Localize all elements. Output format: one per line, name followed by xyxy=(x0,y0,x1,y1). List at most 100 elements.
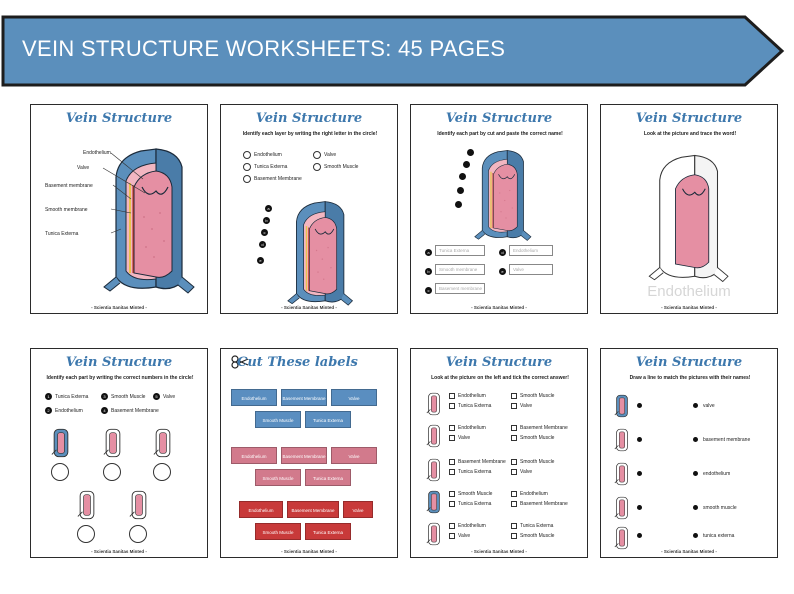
match-dot[interactable] xyxy=(693,403,698,408)
tick-box[interactable] xyxy=(449,523,455,529)
match-dot[interactable] xyxy=(637,533,642,538)
worksheet-page-tick-answer[interactable]: Vein Structure Look at the picture on th… xyxy=(410,348,588,558)
label-valve: Valve xyxy=(77,165,90,171)
answer-circle[interactable] xyxy=(51,463,69,481)
cut-label-blue[interactable]: Tunica Externa xyxy=(305,411,351,428)
option-label: Valve xyxy=(458,533,471,539)
vein-diagram-icon xyxy=(287,200,354,306)
box-letter: a xyxy=(425,249,432,256)
tick-box[interactable] xyxy=(511,403,517,409)
tick-box[interactable] xyxy=(511,435,517,441)
worksheet-page-number-circles[interactable]: Vein Structure Identify each part by wri… xyxy=(30,348,208,558)
worksheet-page-cut-labels[interactable]: Cut These labels Endothelium Basement Me… xyxy=(220,348,398,558)
answer-circle[interactable] xyxy=(313,163,321,171)
vein-thumb-icon xyxy=(614,526,628,550)
paste-box[interactable]: Basement membrane xyxy=(435,283,485,294)
cut-label-blue[interactable]: Smooth Muscle xyxy=(255,411,301,428)
number-badge: 1 xyxy=(45,393,52,400)
match-dot[interactable] xyxy=(693,471,698,476)
answer-circle[interactable] xyxy=(129,525,147,543)
marker-d: d xyxy=(259,241,266,248)
vein-diagram-icon xyxy=(474,149,532,242)
tick-box[interactable] xyxy=(449,403,455,409)
tick-box[interactable] xyxy=(511,491,517,497)
page-footer: - Scientia Sanitas Minted - xyxy=(471,549,527,554)
option-label: Basement Membrane xyxy=(520,501,568,507)
answer-circle[interactable] xyxy=(103,463,121,481)
worksheet-page-labeled-diagram[interactable]: Vein Structure Endothelium Valve Basemen… xyxy=(30,104,208,314)
tick-box[interactable] xyxy=(449,459,455,465)
tick-box[interactable] xyxy=(511,459,517,465)
tick-box[interactable] xyxy=(449,501,455,507)
vein-thumb-icon xyxy=(614,496,628,520)
match-dot[interactable] xyxy=(637,403,642,408)
vein-thumb-icon xyxy=(51,428,69,458)
cut-label-blue[interactable]: Endothelium xyxy=(231,389,277,406)
tick-box[interactable] xyxy=(449,393,455,399)
match-dot[interactable] xyxy=(693,533,698,538)
marker-b: b xyxy=(263,217,270,224)
cut-label-red[interactable]: Basement Membrane xyxy=(287,501,339,518)
option-label: Smooth Muscle xyxy=(520,459,555,465)
worksheet-page-cut-paste[interactable]: Vein Structure Identify each part by cut… xyxy=(410,104,588,314)
option-label: Valve xyxy=(520,469,533,475)
page-footer: - Scientia Sanitas Minted - xyxy=(661,305,717,310)
match-dot[interactable] xyxy=(637,471,642,476)
cut-label-pink[interactable]: Valve xyxy=(331,447,377,464)
paste-box[interactable]: Smooth membrane xyxy=(435,264,485,275)
option-label: Endothelium xyxy=(254,152,282,158)
trace-word: Endothelium xyxy=(647,283,731,300)
answer-circle[interactable] xyxy=(243,151,251,159)
vein-thumb-icon xyxy=(614,462,628,486)
page-footer: - Scientia Sanitas Minted - xyxy=(471,305,527,310)
tick-box[interactable] xyxy=(511,533,517,539)
cut-label-pink[interactable]: Smooth Muscle xyxy=(255,469,301,486)
tick-box[interactable] xyxy=(449,435,455,441)
paste-box[interactable]: Valve xyxy=(509,264,553,275)
paste-box[interactable]: Endothelium xyxy=(509,245,553,256)
match-dot[interactable] xyxy=(693,437,698,442)
paste-box[interactable]: Tunica Externa xyxy=(435,245,485,256)
cut-label-blue[interactable]: Valve xyxy=(331,389,377,406)
cut-label-pink[interactable]: Endothelium xyxy=(231,447,277,464)
cut-label-blue[interactable]: Basement Membrane xyxy=(281,389,327,406)
answer-circle[interactable] xyxy=(243,163,251,171)
option-label: Tunica Externa xyxy=(458,501,492,507)
answer-circle[interactable] xyxy=(243,175,251,183)
box-letter: b xyxy=(425,268,432,275)
tick-box[interactable] xyxy=(511,501,517,507)
worksheet-page-trace-word[interactable]: Vein Structure Look at the picture and t… xyxy=(600,104,778,314)
tick-box[interactable] xyxy=(511,393,517,399)
cut-label-red[interactable]: Tunica Externa xyxy=(305,523,351,540)
cut-label-pink[interactable]: Tunica Externa xyxy=(305,469,351,486)
tick-box[interactable] xyxy=(449,533,455,539)
answer-circle[interactable] xyxy=(153,463,171,481)
label-endothelium: Endothelium xyxy=(83,150,111,156)
tick-box[interactable] xyxy=(449,491,455,497)
option-label: Basement Membrane xyxy=(520,425,568,431)
option-label: Valve xyxy=(324,152,337,158)
cut-label-red[interactable]: Smooth Muscle xyxy=(255,523,301,540)
match-dot[interactable] xyxy=(693,505,698,510)
match-dot[interactable] xyxy=(637,437,642,442)
vein-thumb-icon xyxy=(426,522,440,546)
match-dot[interactable] xyxy=(637,505,642,510)
tick-box[interactable] xyxy=(449,425,455,431)
vein-thumb-icon xyxy=(153,428,171,458)
cut-label-pink[interactable]: Basement Membrane xyxy=(281,447,327,464)
tick-box[interactable] xyxy=(449,469,455,475)
answer-circle[interactable] xyxy=(77,525,95,543)
tick-box[interactable] xyxy=(511,523,517,529)
option-label: Endothelium xyxy=(520,491,548,497)
box-letter: c xyxy=(425,287,432,294)
vein-thumb-icon xyxy=(614,428,628,452)
item-label: Tunica Externa xyxy=(55,394,89,400)
worksheet-page-letter-circles[interactable]: Vein Structure Identify each layer by wr… xyxy=(220,104,398,314)
answer-circle[interactable] xyxy=(313,151,321,159)
cut-label-red[interactable]: Valve xyxy=(343,501,373,518)
tick-box[interactable] xyxy=(511,469,517,475)
cut-label-red[interactable]: Endothelium xyxy=(239,501,283,518)
worksheet-page-match-lines[interactable]: Vein Structure Draw a line to match the … xyxy=(600,348,778,558)
option-label: Smooth Muscle xyxy=(324,164,359,170)
tick-box[interactable] xyxy=(511,425,517,431)
